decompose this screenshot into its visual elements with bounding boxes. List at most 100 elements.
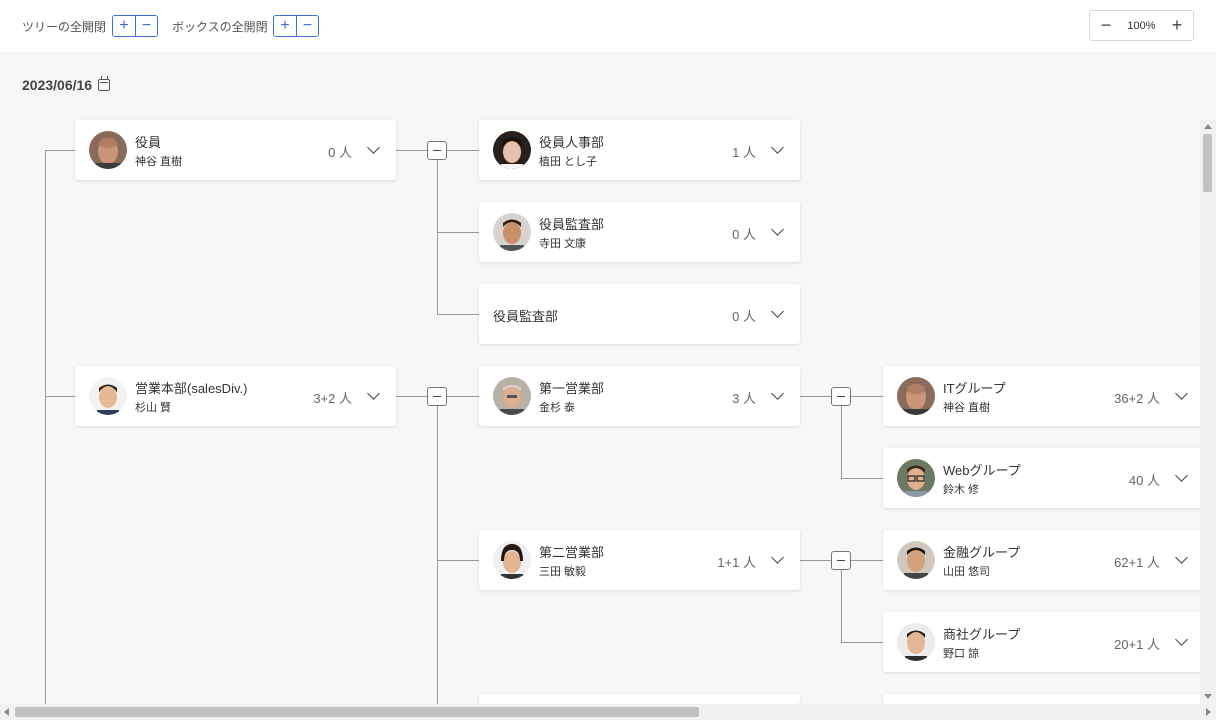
connector-line <box>841 396 842 478</box>
chevron-down-icon[interactable] <box>367 387 380 400</box>
chevron-down-icon[interactable] <box>771 551 784 564</box>
avatar <box>897 541 935 579</box>
org-card-partial[interactable] <box>883 694 1204 704</box>
box-toggle-label: ボックスの全開閉 <box>172 20 268 34</box>
collapse-toggle-yakuin[interactable] <box>427 141 447 160</box>
avatar <box>897 623 935 661</box>
card-person-name: 金杉 泰 <box>539 402 576 414</box>
card-title: 役員監査部 <box>493 309 559 324</box>
org-card-kinyu-group[interactable]: 金融グループ 山田 悠司 62+1 人 <box>883 530 1204 590</box>
vertical-scroll-thumb[interactable] <box>1203 134 1212 192</box>
card-title: 役員 <box>135 135 162 150</box>
avatar <box>493 213 531 251</box>
zoom-control: − 100% + <box>1089 10 1194 41</box>
card-title: 第二営業部 <box>539 545 605 560</box>
zoom-out-button[interactable]: − <box>1100 15 1112 35</box>
connector-line <box>437 232 479 233</box>
card-person-name: 杉山 賢 <box>135 402 172 414</box>
card-title: 金融グループ <box>943 545 1021 560</box>
org-card-web-group[interactable]: Webグループ 鈴木 修 40 人 <box>883 448 1204 508</box>
org-card-shosha-group[interactable]: 商社グループ 野口 諒 20+1 人 <box>883 612 1204 672</box>
horizontal-scrollbar[interactable] <box>0 704 1216 720</box>
chevron-down-icon[interactable] <box>367 141 380 154</box>
chevron-down-icon[interactable] <box>771 305 784 318</box>
avatar <box>493 541 531 579</box>
card-person-name: 鈴木 修 <box>943 484 980 496</box>
box-toggle-group: + − <box>273 15 319 37</box>
member-count: 1+1 人 <box>717 555 756 570</box>
member-count: 40 人 <box>1128 473 1160 488</box>
connector-line <box>841 642 883 643</box>
org-card-yakuin-jinji[interactable]: 役員人事部 植田 とし子 1 人 <box>479 120 800 180</box>
zoom-level: 100% <box>1127 19 1156 32</box>
chevron-down-icon[interactable] <box>1175 387 1188 400</box>
date-picker[interactable]: 2023/06/16 <box>22 76 111 93</box>
connector-line <box>841 560 842 642</box>
card-person-name: 神谷 直樹 <box>135 156 183 168</box>
avatar <box>89 377 127 415</box>
chevron-down-icon[interactable] <box>1175 633 1188 646</box>
org-card-yakuin-kansa-2[interactable]: 役員監査部 0 人 <box>479 284 800 344</box>
org-card-it-group[interactable]: ITグループ 神谷 直樹 36+2 人 <box>883 366 1204 426</box>
horizontal-scroll-thumb[interactable] <box>15 707 699 717</box>
avatar <box>493 131 531 169</box>
org-card-daini-eigyo[interactable]: 第二営業部 三田 敏毅 1+1 人 <box>479 530 800 590</box>
chevron-down-icon[interactable] <box>1175 469 1188 482</box>
card-title: 第一営業部 <box>539 381 605 396</box>
card-title: Webグループ <box>943 463 1021 478</box>
chevron-down-icon[interactable] <box>1175 551 1188 564</box>
tree-toggle-group: + − <box>112 15 158 37</box>
member-count: 62+1 人 <box>1114 555 1160 570</box>
card-title: ITグループ <box>943 381 1006 396</box>
member-count: 3 人 <box>732 391 756 406</box>
zoom-in-button[interactable]: + <box>1171 15 1183 35</box>
card-person-name: 神谷 直樹 <box>943 402 991 414</box>
card-title: 役員監査部 <box>539 217 605 232</box>
connector-line <box>437 314 479 315</box>
member-count: 0 人 <box>328 145 352 160</box>
calendar-icon[interactable] <box>98 76 111 91</box>
org-card-partial[interactable] <box>479 694 800 704</box>
tree-collapse-all-button[interactable]: − <box>135 16 157 36</box>
connector-line <box>45 396 75 397</box>
card-person-name: 野口 諒 <box>943 648 980 660</box>
org-card-daiichi-eigyo[interactable]: 第一営業部 金杉 泰 3 人 <box>479 366 800 426</box>
tree-expand-all-button[interactable]: + <box>113 16 135 36</box>
scroll-right-icon[interactable] <box>1206 708 1211 716</box>
avatar <box>897 459 935 497</box>
connector-line <box>437 560 479 561</box>
card-title: 営業本部(salesDiv.) <box>135 381 248 396</box>
member-count: 1 人 <box>732 145 756 160</box>
connector-line <box>45 150 46 704</box>
card-title: 商社グループ <box>943 627 1021 642</box>
connector-line <box>45 150 75 151</box>
card-person-name: 植田 とし子 <box>539 156 598 168</box>
chevron-down-icon[interactable] <box>771 387 784 400</box>
avatar <box>897 377 935 415</box>
box-collapse-all-button[interactable]: − <box>296 16 318 36</box>
collapse-toggle-daini[interactable] <box>831 551 851 570</box>
member-count: 36+2 人 <box>1114 391 1160 406</box>
org-card-yakuin-kansa[interactable]: 役員監査部 寺田 文康 0 人 <box>479 202 800 262</box>
connector-line <box>841 478 883 479</box>
box-expand-all-button[interactable]: + <box>274 16 296 36</box>
tree-toggle-label: ツリーの全開閉 <box>22 20 107 34</box>
org-card-yakuin[interactable]: 役員 神谷 直樹 0 人 <box>75 120 396 180</box>
toolbar: ツリーの全開閉 + − ボックスの全開閉 + − − 100% + <box>0 0 1216 52</box>
member-count: 3+2 人 <box>313 391 352 406</box>
vertical-scrollbar[interactable] <box>1200 120 1216 704</box>
member-count: 0 人 <box>732 227 756 242</box>
chevron-down-icon[interactable] <box>771 141 784 154</box>
member-count: 0 人 <box>732 309 756 324</box>
scroll-down-icon[interactable] <box>1204 694 1212 699</box>
card-person-name: 三田 敏毅 <box>539 566 587 578</box>
member-count: 20+1 人 <box>1114 637 1160 652</box>
card-person-name: 山田 悠司 <box>943 566 991 578</box>
org-card-eigyo-honbu[interactable]: 営業本部(salesDiv.) 杉山 賢 3+2 人 <box>75 366 396 426</box>
date-value: 2023/06/16 <box>22 77 93 93</box>
chevron-down-icon[interactable] <box>771 223 784 236</box>
scroll-up-icon[interactable] <box>1204 124 1212 129</box>
collapse-toggle-daiichi[interactable] <box>831 387 851 406</box>
scroll-left-icon[interactable] <box>4 708 9 716</box>
collapse-toggle-eigyo-honbu[interactable] <box>427 387 447 406</box>
